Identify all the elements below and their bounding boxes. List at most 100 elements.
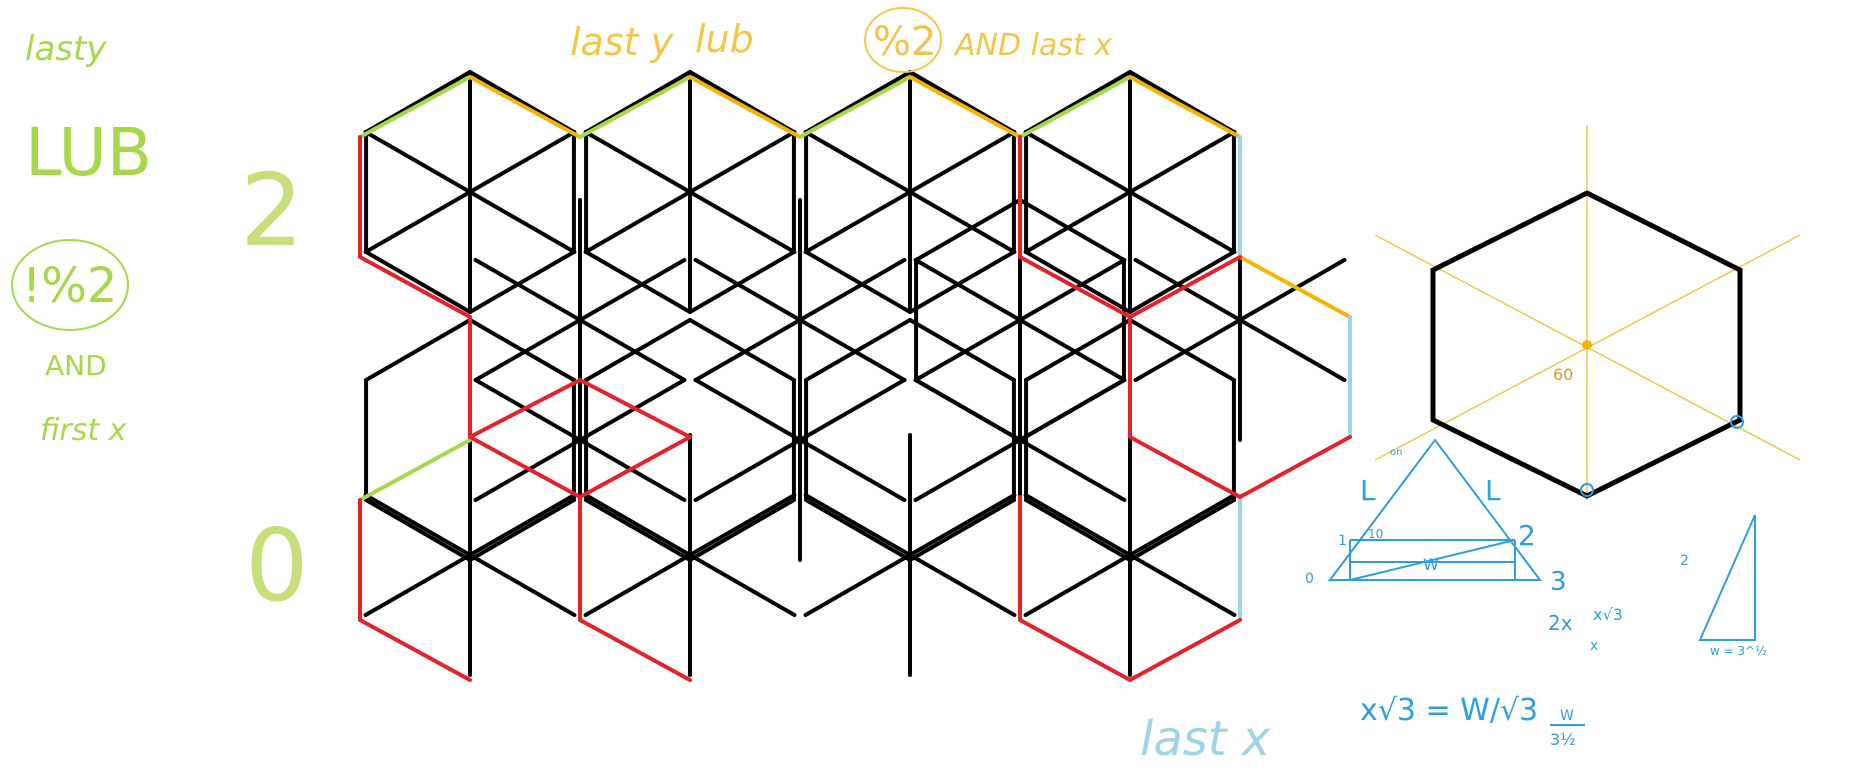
eq-2x: 2x — [1548, 611, 1573, 635]
red-edge — [1018, 618, 1132, 682]
row-label-0: 0 — [245, 507, 309, 624]
hex-outline-edge — [1024, 250, 1132, 314]
eq-frac-num: W — [1560, 708, 1574, 724]
row-label-2: 2 — [240, 152, 304, 269]
hex-outline-edge — [804, 250, 912, 314]
top-edge — [908, 75, 1022, 139]
grid-spoke — [1023, 130, 1237, 254]
note-lub: LUB — [25, 114, 152, 191]
hex-outline-edge — [688, 250, 796, 314]
tri-side-right: L — [1485, 474, 1501, 507]
right-edge — [1238, 255, 1352, 319]
hex-outline-edge — [1128, 498, 1236, 562]
grid-spoke — [583, 493, 797, 617]
grid-spoke — [1023, 493, 1237, 617]
hex-outline-edge — [1018, 198, 1126, 262]
red-edge — [1128, 618, 1242, 682]
note-last-x-bottom: last x — [1140, 711, 1271, 767]
hex-outline-edge — [908, 250, 1016, 314]
hex-outline-edge — [364, 318, 472, 382]
hex-outline-edge — [914, 198, 1022, 262]
top-edge — [1128, 75, 1242, 139]
top-edge — [1018, 75, 1132, 139]
hex-outline-edge — [688, 498, 796, 562]
tri-side-left: L — [1360, 474, 1376, 507]
top-edge — [468, 75, 582, 139]
red-edge — [358, 255, 472, 319]
eq-frac-den: 3½ — [1550, 730, 1576, 749]
grid-spoke — [363, 130, 577, 254]
grid-spoke — [363, 493, 577, 617]
grid-spoke — [803, 130, 1017, 254]
grid-spoke — [693, 378, 907, 502]
triangle-notes: L L on 10 1 2 3 W 0 2x x√3 x x√3 = W/√3 … — [1305, 438, 1767, 749]
tri-label-0: 0 — [1305, 571, 1314, 587]
hex-outline-edge — [468, 250, 576, 314]
eq-xr3: x√3 — [1593, 605, 1623, 624]
red-edge — [1018, 255, 1132, 319]
hex-outline-edge — [804, 498, 912, 562]
red-edge — [578, 435, 692, 499]
grid-spoke — [1133, 258, 1347, 382]
note-lasty: lasty — [25, 29, 107, 69]
hex-outline-edge — [688, 318, 796, 382]
red-edge — [578, 378, 692, 439]
hex-outline-edge — [584, 318, 692, 382]
hex-outline-edge — [1128, 250, 1236, 314]
left-notes: lasty LUB !%2 AND first x — [11, 29, 152, 448]
note-last-y: last y — [570, 20, 674, 64]
red-edge — [578, 618, 692, 682]
grid-spoke — [583, 130, 797, 254]
tri-label-3: 3 — [1550, 567, 1567, 597]
tri-label-w: W — [1423, 555, 1439, 574]
red-edge — [1128, 255, 1242, 319]
left-edge — [358, 438, 472, 502]
tri-top-small: on — [1390, 447, 1402, 458]
grid-spoke — [473, 378, 687, 502]
hex-outline-edge — [468, 318, 576, 382]
note-lub-top: lub — [695, 17, 754, 61]
grid-spoke — [803, 493, 1017, 617]
eq-main: x√3 = W/√3 — [1360, 693, 1538, 728]
red-edge — [358, 618, 472, 682]
hex-outline-edge — [804, 318, 912, 382]
top-notes: last y lub %2 AND last x — [570, 7, 1112, 73]
note-and-last-x: AND last x — [953, 28, 1112, 63]
angle-label: 60 — [1553, 365, 1573, 384]
note-and: AND — [45, 349, 107, 382]
hex-outline-edge — [1128, 318, 1236, 382]
top-edge — [578, 75, 692, 139]
hex-outline-edge — [584, 250, 692, 314]
tri-label-10: 10 — [1368, 527, 1383, 541]
tri-label-2: 2 — [1518, 519, 1536, 552]
note-mod2: %2 — [873, 19, 936, 65]
top-edge — [688, 75, 802, 139]
note-first-x: first x — [40, 413, 127, 448]
eq-x: x — [1590, 638, 1598, 654]
hex-grid-colored-edges — [358, 75, 1352, 682]
hex-outline-edge — [1018, 378, 1126, 442]
hex-outline-edge — [908, 498, 1016, 562]
hex-outline-edge — [364, 250, 472, 314]
hex-outline-edge — [468, 498, 576, 562]
hex-outline-edge — [914, 378, 1022, 442]
hex-outline-edge — [1024, 318, 1132, 382]
hexagon-detail: 60 — [1374, 125, 1801, 500]
hex-outline-edge — [584, 498, 692, 562]
hex-outline-edge — [908, 318, 1016, 382]
red-edge — [1128, 435, 1242, 499]
hex-outline-edge — [1024, 498, 1132, 562]
top-edge — [798, 75, 912, 139]
hex-grid-outline — [364, 70, 1236, 562]
note-not-mod2: !%2 — [22, 258, 117, 314]
tri-label-1: 1 — [1338, 533, 1347, 549]
right-tri-side: 2 — [1680, 553, 1689, 569]
circle-annotation-icon — [11, 239, 129, 331]
right-tri-base: w = 3^½ — [1710, 644, 1767, 658]
hex-outline-edge — [364, 498, 472, 562]
hex-grid-spokes — [363, 70, 1347, 677]
red-edge — [468, 435, 582, 499]
top-edge — [358, 75, 472, 139]
red-edge — [468, 378, 582, 439]
